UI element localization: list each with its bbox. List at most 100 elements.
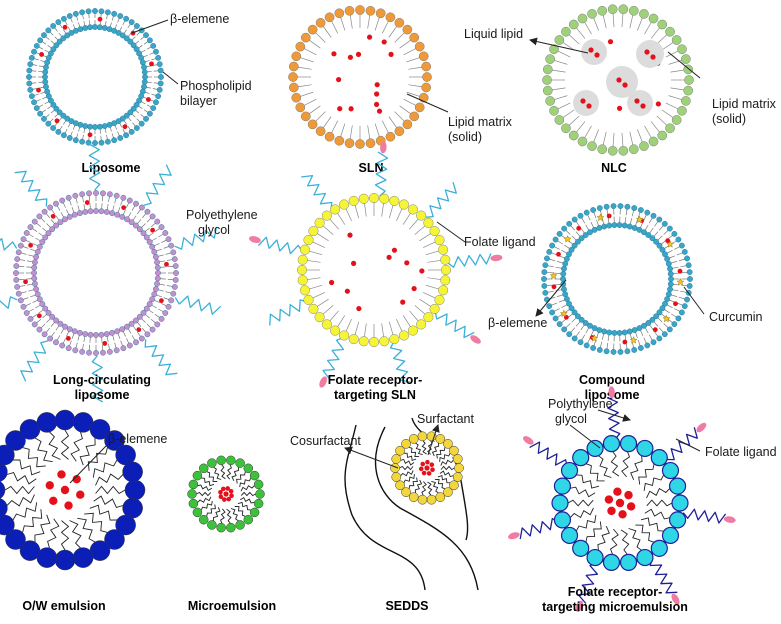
phospholipid-head [664, 256, 671, 262]
drug-molecule [586, 103, 592, 109]
drug-molecule [430, 467, 435, 473]
lipid-head [379, 336, 390, 347]
folate-ligand [671, 593, 680, 605]
lipid-tail [612, 13, 615, 28]
drug-molecule [400, 299, 406, 305]
drug-molecule [57, 470, 66, 479]
phospholipid-head [644, 342, 651, 349]
lipid-tail [21, 291, 27, 294]
lipid-tail [112, 335, 115, 341]
lipid-tail [300, 57, 314, 63]
lipid-tail [678, 296, 685, 300]
phospholipid-head [33, 254, 40, 260]
lipid-tail [307, 277, 321, 280]
phospholipid-head [33, 42, 40, 49]
polymer-chain [425, 182, 457, 218]
lipid-tail [337, 315, 346, 327]
surfactant-head [668, 477, 687, 495]
phospholipid-head [82, 331, 89, 337]
compound-drug-label: β-elemene [488, 316, 547, 330]
phospholipid-head [562, 291, 569, 298]
lipid-tail [54, 36, 59, 41]
lipid-tail [621, 13, 624, 28]
lipid-tail [388, 26, 397, 38]
lipid-head [542, 85, 553, 96]
phospholipid-head [544, 255, 550, 262]
phospholipid-head [158, 315, 165, 322]
phospholipid-head [149, 326, 156, 333]
phospholipid-head [154, 321, 161, 328]
lipid-tail [585, 327, 590, 334]
lipid-tail [166, 285, 173, 287]
surfactant-tail [237, 501, 251, 511]
lipid-tail [83, 336, 86, 342]
drug-molecule [594, 52, 600, 58]
drug-molecule [150, 227, 156, 233]
surfactant-tail [226, 508, 232, 524]
phospholipid-head [72, 347, 79, 354]
microemulsion-panel: Microemulsion [187, 455, 276, 613]
surfactant-head [235, 520, 245, 530]
lipid-tail [657, 317, 663, 323]
phospholipid-head [575, 313, 581, 320]
lipid-tail [300, 91, 314, 97]
lipid-tail [307, 260, 321, 263]
lipid-head [299, 285, 310, 296]
lipid-tail [587, 337, 591, 344]
surfactant-head [0, 444, 15, 466]
phospholipid-head [13, 270, 19, 276]
lipid-head [389, 334, 400, 345]
phospholipid-head [645, 232, 652, 238]
phospholipid-head [571, 309, 578, 316]
phospholipid-head [626, 328, 633, 335]
sln-matrix-pointer [406, 93, 449, 113]
lipid-head [315, 17, 326, 28]
drug-molecule [347, 232, 353, 238]
lipid-tail [71, 207, 75, 213]
surfactant-tail [220, 464, 226, 480]
lipid-tail [672, 266, 679, 269]
lipid-head [554, 35, 565, 45]
lipid-head [587, 9, 597, 19]
surfactant-head [226, 455, 236, 466]
phospholipid-head [659, 305, 666, 312]
lipid-tail [166, 259, 173, 261]
phospholipid-head [57, 219, 64, 226]
lipid-tail [39, 86, 44, 89]
lipid-tail [69, 340, 72, 346]
phospholipid-head [32, 259, 38, 266]
lipid-tail [650, 121, 660, 133]
lipid-tail [21, 252, 27, 255]
polymer-chain [529, 441, 568, 468]
lipid-tail [127, 24, 131, 29]
lipid-head [295, 41, 306, 52]
lipid-tail [119, 26, 123, 31]
drug-molecule [616, 77, 622, 83]
lipid-tail [552, 69, 566, 73]
lipid-tail [381, 203, 384, 217]
lipid-head [542, 64, 553, 75]
lipid-head [300, 111, 311, 122]
surfactant-head [408, 434, 419, 444]
lipid-head [308, 303, 319, 314]
drug-molecule [606, 213, 612, 219]
lipid-tail [44, 49, 49, 53]
surfactant-head [391, 472, 402, 482]
folate-ligand [319, 376, 327, 388]
surfactant-tail [197, 496, 212, 503]
phospholipid-head [14, 256, 21, 263]
surfactant-tail [47, 518, 60, 549]
lipid-tail [64, 128, 68, 134]
lipid-tail [674, 308, 680, 312]
drug-molecule [652, 327, 658, 333]
lipid-head [314, 217, 325, 228]
folate-ligand [508, 532, 520, 540]
phospholipid-head [130, 105, 137, 112]
lipid-head [315, 126, 326, 137]
phospholipid-head [641, 229, 647, 236]
phospholipid-head [568, 246, 575, 253]
phospholipid-head [561, 225, 568, 232]
lipid-tail [315, 111, 326, 122]
phospholipid-head [133, 46, 140, 53]
surfactant-head [216, 455, 226, 466]
